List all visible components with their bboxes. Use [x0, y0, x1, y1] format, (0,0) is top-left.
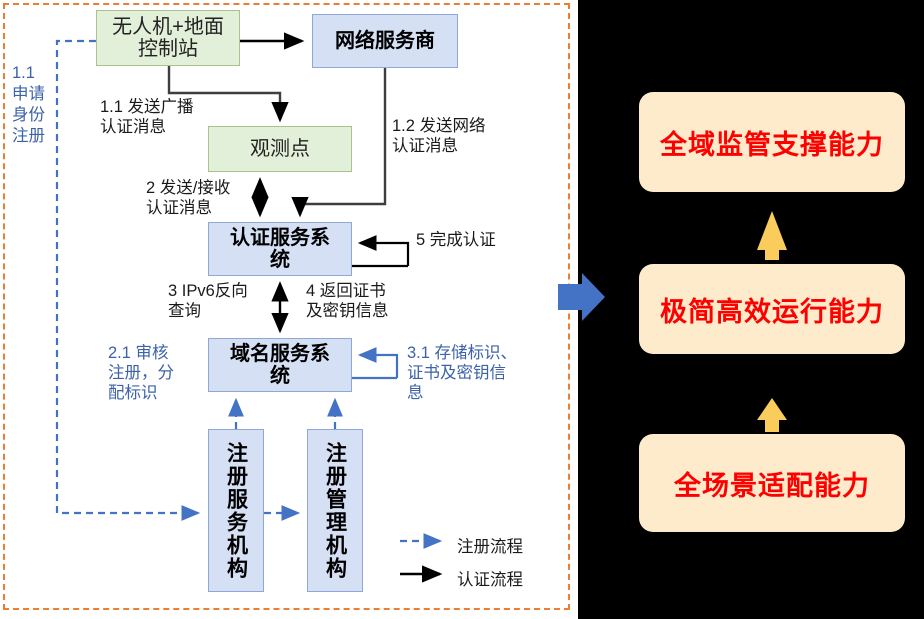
node-label: 注册管理机构	[323, 441, 347, 580]
label-complete-authentication: 5 完成认证	[416, 231, 496, 249]
node-label: 认证服务系 统	[230, 226, 330, 271]
node-network-service-provider[interactable]: 网络服务商	[312, 14, 458, 68]
node-label: 无人机+地面 控制站	[112, 15, 224, 60]
card-all-scenario-adaptation-capability[interactable]: 全场景适配能力	[639, 434, 905, 532]
label-audit-registration-assign-id: 2.1 审核 注册，分 配标识	[108, 344, 174, 403]
node-uav-ground-station[interactable]: 无人机+地面 控制站	[96, 10, 240, 66]
card-label: 极简高效运行能力	[660, 296, 884, 327]
node-label: 观测点	[250, 137, 310, 160]
node-label: 注册服务机构	[224, 441, 248, 580]
label-apply-identity-registration: 1.1 申请 身份 注册	[12, 64, 45, 146]
card-global-regulation-capability[interactable]: 全域监管支撑能力	[639, 92, 905, 192]
label-send-network-auth-message: 1.2 发送网络 认证消息	[392, 117, 486, 156]
node-registration-service-institution[interactable]: 注册服务机构	[208, 429, 264, 592]
node-registration-management-institution[interactable]: 注册管理机构	[307, 429, 363, 592]
label-send-broadcast-auth-message: 1.1 发送广播 认证消息	[100, 98, 194, 137]
architecture-frame	[3, 3, 570, 610]
card-simple-efficient-operation-capability[interactable]: 极简高效运行能力	[639, 264, 905, 354]
label-return-certificate-key-info: 4 返回证书 及密钥信息	[306, 282, 389, 321]
legend-label-authentication-flow: 认证流程	[457, 571, 523, 589]
card-label: 全域监管支撑能力	[660, 129, 884, 160]
legend-label-registration-flow: 注册流程	[457, 538, 523, 556]
label-send-receive-auth-message: 2 发送/接收 认证消息	[146, 179, 231, 218]
node-label: 网络服务商	[335, 29, 435, 52]
label-ipv6-reverse-query: 3 IPv6反向 查询	[168, 282, 248, 321]
card-label: 全场景适配能力	[674, 470, 870, 501]
node-label: 域名服务系 统	[230, 342, 330, 387]
node-authentication-service-system[interactable]: 认证服务系 统	[208, 222, 352, 276]
node-domain-name-service-system[interactable]: 域名服务系 统	[208, 338, 352, 392]
label-store-id-certificate-key-info: 3.1 存储标识、 证书及密钥信 息	[407, 344, 518, 403]
